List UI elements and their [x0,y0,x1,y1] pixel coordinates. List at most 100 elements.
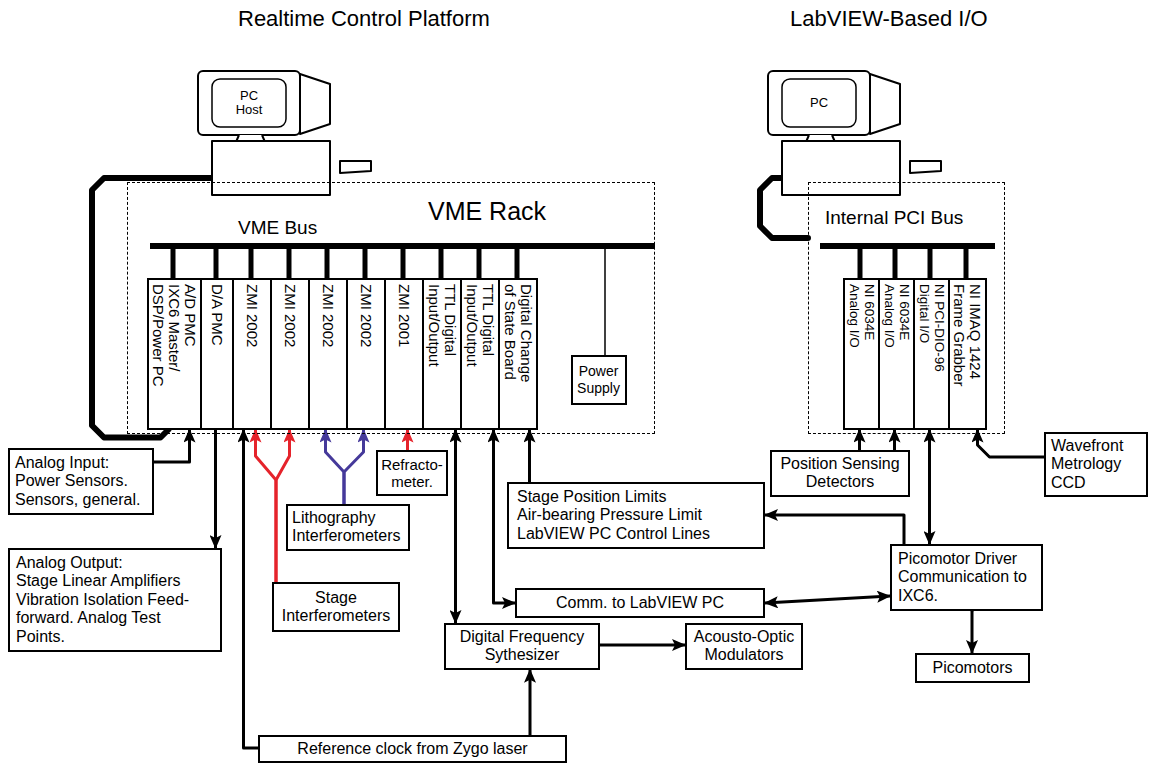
pci-card: NI IMAQ 1424 Frame Grabber [948,278,987,430]
labview-computer: PC [765,68,945,198]
word: Lines [672,525,710,542]
vme-card: ZMI 2002 [308,278,348,430]
signal-line [406,430,409,451]
device-box: Position Sensing Detectors [770,450,910,497]
pci-card: NI 6034E Analog I/O [843,278,880,430]
enclosure-heading: VME Rack [428,197,546,226]
signal-line [244,430,259,749]
device-box: Digital Frequency Sythesizer [444,623,600,670]
card-label: NI 6034E Analog I/O [882,284,911,384]
box-text: Picomotors [923,659,1022,677]
pci-card: NI PCI-DIO-96 Digital I/O [913,278,950,430]
vme-card: ZMI 2002 [232,278,272,430]
signal-line [528,430,531,483]
box-text: Digital Frequency Sythesizer [452,628,592,665]
cable [92,178,212,438]
card-label: NI IMAQ 1424 Frame Grabber [951,284,983,394]
card-label: ZMI 2002 [358,284,374,426]
device-box: Refracto- meter. [376,450,448,496]
section-title: Realtime Control Platform [238,6,490,32]
signal-line [154,430,190,463]
computer-outline [195,68,375,198]
device-box: Lithography Interferometers [286,504,410,551]
card-label: NI PCI-DIO-96 Digital I/O [917,284,946,394]
signal-line [454,430,457,624]
word: Control [616,525,668,542]
card-label: D/A PMC [209,284,225,426]
signal-line [600,644,685,647]
word: Air-bearing [517,506,595,523]
box-text: Position Sensing Detectors [778,455,902,492]
vme-card: D/A PMC [200,278,234,430]
vme-card: TTL Digital Input/Output [422,278,462,430]
io-box: Analog Input:Power Sensors. Sensors, gen… [8,448,154,515]
signal-line [765,515,904,544]
card-label: TTL Digital Input/Output [464,284,496,426]
signal-line [765,596,890,603]
device-box: Picomotors [915,653,1030,683]
card-label: ZMI 2002 [244,284,260,426]
signal-box: Stage Position Limits Air-bearing Pressu… [507,482,765,549]
word: Limit [668,506,702,523]
box-text: Acousto-Optic Modulators [693,628,795,665]
screen-label: PC [801,96,837,110]
screen-label: PC Host [231,89,267,118]
device-box: Picomotor Driver Communication to IXC6. [890,544,1043,611]
box-text: Comm. to LabVIEW PC [523,594,757,612]
card-label: ZMI 2001 [396,284,412,426]
computer-outline [765,68,945,198]
bus-label: VME Bus [238,217,317,239]
signal-line [214,430,217,549]
device-box: Stage Interferometers [272,582,400,632]
card-label: NI 6034E Analog I/O [847,284,876,384]
signal-line [529,670,532,735]
card-label: Digital Change of State Board [502,284,534,388]
signal-line [256,430,277,583]
word: LabVIEW [517,525,585,542]
box-text: Lithography Interferometers [292,509,404,546]
device-box: Acousto-Optic Modulators [685,623,803,670]
word: Limits [625,488,667,505]
word: PC [589,525,611,542]
signal-line [326,430,345,505]
power-supply: Power Supply [571,355,627,405]
word: Position [563,488,620,505]
box-text: Analog Output: [16,554,214,572]
io-box: Analog Output:Stage Linear Amplifiers Vi… [8,548,222,652]
box-text: Reference clock from Zygo laser [266,740,559,758]
word: Pressure [600,506,664,523]
box-text: Refracto- meter. [381,456,443,491]
vme-rack: VME RackA/D PMCIXC6 Master/ DSP/Power PC… [127,182,655,434]
host-computer: PC Host [195,68,375,198]
box-text: Power Sensors. Sensors, general. [15,472,147,509]
box-text: Analog Input: [15,454,147,472]
signal-line [971,611,974,653]
signal-line [344,430,364,505]
signal-line [928,430,931,545]
box-text: Stage Interferometers [278,589,394,626]
signal-line [893,430,896,451]
pci-chassis: Internal PCI Bus NI 6034E Analog I/ONI 60… [808,182,1005,434]
vme-card: Digital Change of State Board [498,278,538,430]
vme-card: TTL Digital Input/Output [460,278,500,430]
device-box: Wavefront Metrology CCD [1044,432,1148,497]
signal-box: Comm. to LabVIEW PC [515,588,765,618]
vme-card: ZMI 2002 [270,278,310,430]
box-text: Wavefront Metrology CCD [1051,437,1141,492]
pci-card: NI 6034E Analog I/O [878,278,915,430]
box-text: Stage Linear Amplifiers Vibration Isolat… [16,572,214,646]
card-label: ZMI 2002 [282,284,298,426]
vme-card: ZMI 2002 [346,278,386,430]
card-label: A/D PMC [182,284,198,426]
box-text: Power Supply [575,363,623,395]
card-label: ZMI 2002 [320,284,336,426]
card-label: IXC6 Master/ DSP/Power PC [150,284,182,426]
enclosure-heading: Internal PCI Bus [825,207,963,229]
box-text: Stage Position Limits Air-bearing Pressu… [517,488,733,543]
section-title: LabVIEW-Based I/O [790,6,988,32]
signal-line [858,430,861,451]
vme-card: A/D PMCIXC6 Master/ DSP/Power PC [147,278,202,430]
word: Stage [517,488,559,505]
vme-card: ZMI 2001 [384,278,424,430]
card-label: TTL Digital Input/Output [426,284,458,426]
